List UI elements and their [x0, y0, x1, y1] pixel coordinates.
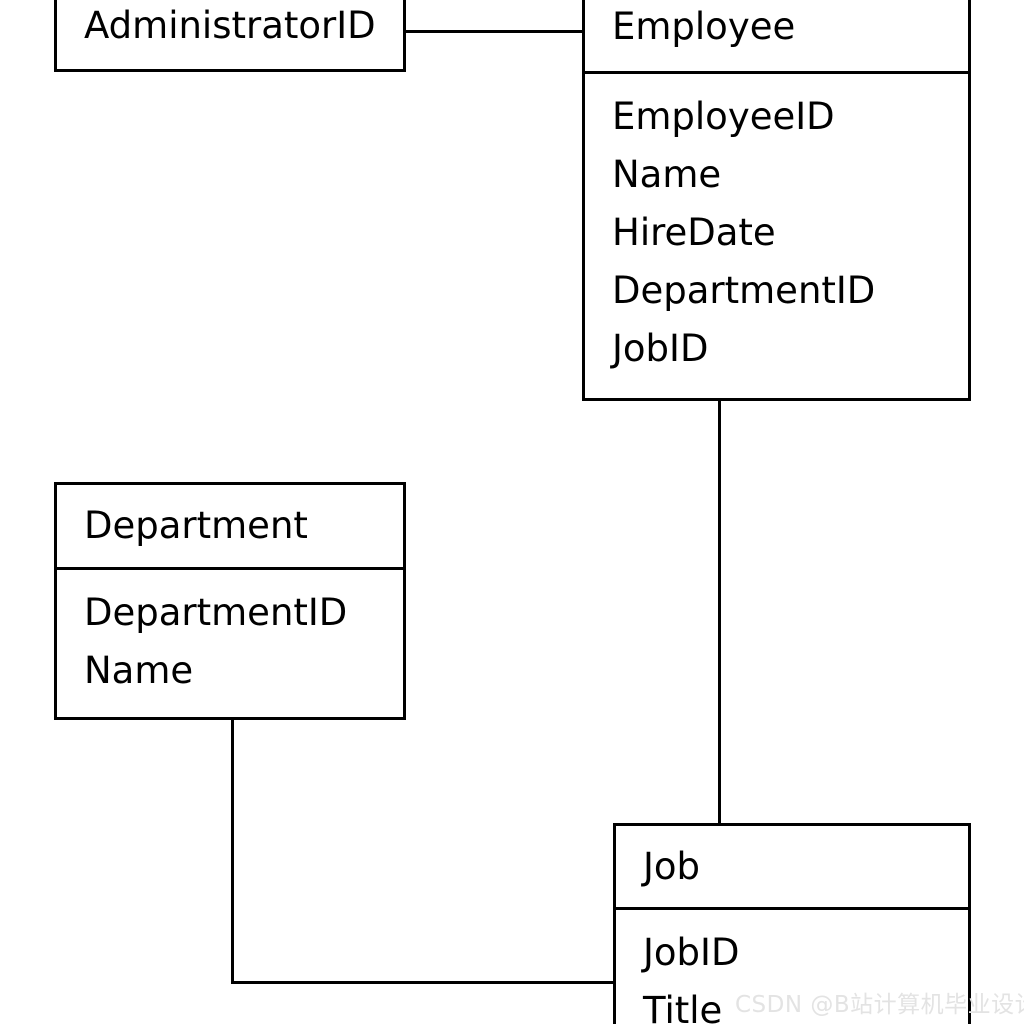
entity-administrator[interactable]: AdministratorID — [54, 0, 406, 72]
entity-employee-title: Employee — [612, 5, 796, 48]
entity-administrator-title: AdministratorID — [84, 4, 376, 47]
attribute-row: EmployeeID — [612, 95, 835, 138]
attribute-row: DepartmentID — [84, 591, 348, 634]
entity-job-header: Job — [616, 826, 968, 910]
attribute-row: HireDate — [612, 211, 776, 254]
entity-job[interactable]: Job JobID Title — [613, 823, 971, 1024]
entity-department-body: DepartmentID Name — [57, 570, 403, 700]
entity-job-body: JobID Title — [616, 910, 968, 1024]
connector-administrator-employee — [404, 30, 585, 33]
attribute-row: Name — [84, 649, 194, 692]
entity-employee-header: Employee — [585, 0, 968, 74]
entity-employee[interactable]: Employee EmployeeID Name HireDate Depart… — [582, 0, 971, 401]
entity-administrator-header: AdministratorID — [57, 0, 403, 69]
connector-employee-job — [718, 399, 721, 826]
watermark-text: CSDN @B站计算机毕业设计大学 — [735, 992, 1024, 1018]
entity-department-header: Department — [57, 485, 403, 570]
attribute-row: Name — [612, 153, 722, 196]
attribute-row: Title — [643, 989, 723, 1024]
connector-department-job-vertical — [231, 718, 234, 984]
attribute-row: JobID — [612, 327, 709, 370]
entity-job-title: Job — [643, 844, 701, 888]
entity-employee-body: EmployeeID Name HireDate DepartmentID Jo… — [585, 74, 968, 378]
entity-department[interactable]: Department DepartmentID Name — [54, 482, 406, 720]
connector-department-job-horizontal — [231, 981, 616, 984]
attribute-row: DepartmentID — [612, 269, 876, 312]
attribute-row: JobID — [643, 931, 740, 974]
entity-department-title: Department — [84, 504, 308, 547]
